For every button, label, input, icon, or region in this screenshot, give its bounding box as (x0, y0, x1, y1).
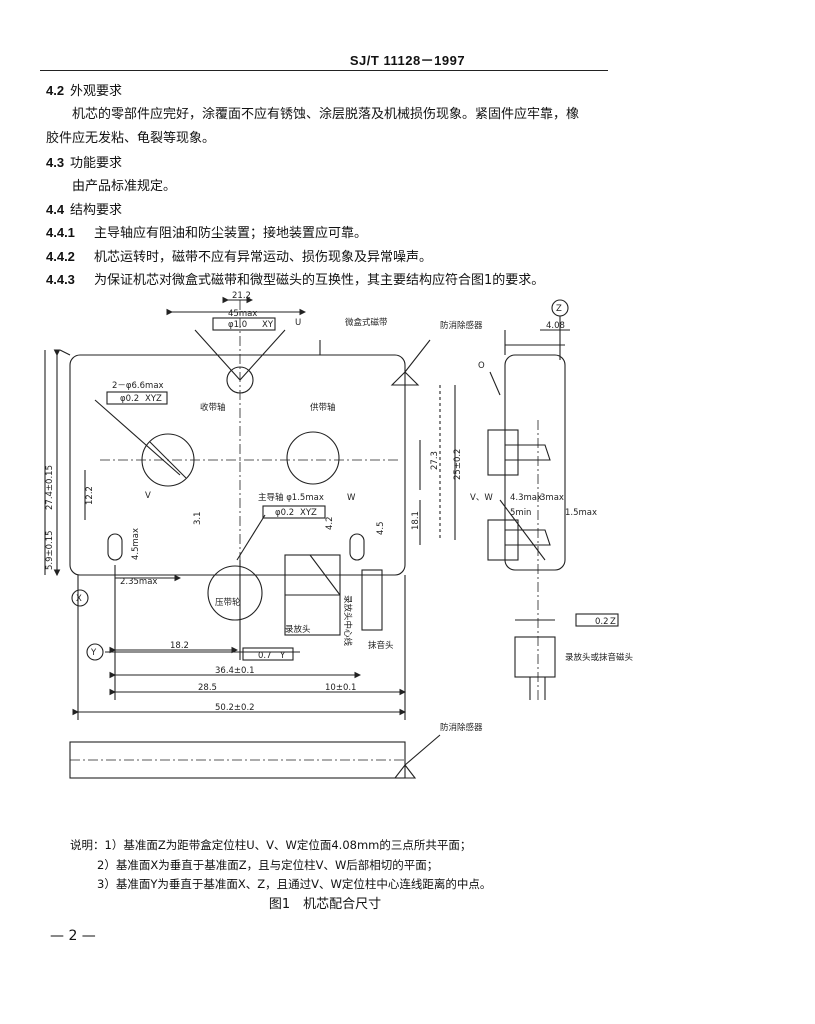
dim-25: 25±0.2 (453, 449, 463, 480)
anti-mis-label-2: 防消除感器 (440, 722, 483, 733)
section-4-4-1: 4.4.1 主导轴应有阻油和防尘装置；接地装置应可靠。 (46, 225, 367, 242)
datum-u-label: U (295, 318, 301, 328)
figure-caption: 图1 机芯配合尺寸 (268, 897, 382, 912)
dim-4-5: 4.5 (376, 521, 386, 535)
dim-vw: V、W (470, 493, 493, 503)
section-number: 4.4.3 (46, 272, 75, 287)
dim-27-4: 27.4±0.15 (45, 465, 55, 510)
section-text: 为保证机芯对微盒式磁带和微型磁头的互换性，其主要结构应符合图1的要求。 (94, 273, 545, 288)
dim-4-08: 4.08 (546, 321, 565, 331)
datum-v-pin (107, 533, 123, 561)
figure-note: 说明：1）基准面Z为距带盒定位柱U、V、W定位面4.08mm的三点所共平面； (70, 838, 472, 852)
datum-x-label: X (76, 594, 82, 604)
paragraph-line: 胶件应无发粘、龟裂等现象。 (46, 131, 215, 147)
section-4-4: 4.4 结构要求 (46, 202, 122, 219)
dim-1-5max: 1.5max (565, 508, 597, 518)
section-number: 4.3 (46, 155, 65, 170)
section-text: 由产品标准规定。 (72, 179, 177, 194)
erase-head (361, 569, 383, 631)
section-text: 胶件应无发粘、龟裂等现象。 (46, 131, 216, 146)
takeup-reel (286, 431, 340, 485)
tol-u-ref: XY (262, 320, 274, 330)
section-number: 4.4 (46, 202, 65, 217)
pinch-roller (207, 565, 263, 621)
dim-3-1: 3.1 (193, 511, 203, 525)
page-number: — 2 — (50, 928, 96, 944)
dim-21-2: 21.2 (232, 291, 251, 301)
section-number: 4.2 (46, 83, 65, 98)
pinch-roller-label: 压带轮 (215, 597, 241, 608)
tol-capstan: φ0.2 (275, 508, 294, 518)
dim-28-5: 28.5 (198, 683, 217, 693)
dim-4-2: 4.2 (325, 516, 335, 530)
section-text: 机芯运转时，磁带不应有异常运动、损伤现象及异常噪声。 (94, 250, 433, 265)
dim-18-1: 18.1 (411, 511, 421, 530)
standard-header: SJ/T 11128－1997 (349, 53, 466, 68)
datum-w-pin (349, 533, 365, 561)
dim-10: 10±0.1 (325, 683, 356, 693)
figure-note: 3）基准面Y为垂直于基准面X、Z，且通过V、W定位柱中心连线距离的中点。 (97, 877, 492, 891)
datum-y-label: Y (90, 648, 97, 658)
tol-z-ref: Z (610, 617, 616, 627)
tol-z: 0.2 (595, 617, 609, 627)
section-text: 主导轴应有阻油和防尘装置；接地装置应可靠。 (94, 226, 368, 241)
tol-holes: φ0.2 (120, 394, 139, 404)
capstan-label: 主导轴 φ1.5max (258, 492, 324, 503)
dim-o: O (478, 361, 485, 371)
dim-50-2: 50.2±0.2 (215, 703, 255, 713)
dim-5min: 5min (510, 508, 531, 518)
side-capstan (487, 519, 519, 561)
header-rule (40, 70, 608, 71)
dim-12-2: 12.2 (85, 486, 95, 505)
erase-head-label: 抹音头 (368, 640, 394, 651)
dim-4-5max: 4.5max (131, 528, 141, 560)
datum-w-label: W (347, 493, 356, 503)
dim-2-35: 2.35max (120, 577, 157, 587)
section-number: 4.4.1 (46, 225, 75, 240)
section-4-2: 4.2 外观要求 (46, 83, 122, 100)
figure-1-drawing: 21.2 45max φ1.0 XY U 微盒式磁带 防消除感器 Z 4.08 … (44, 291, 634, 779)
tol-holes-ref: XYZ (145, 394, 162, 404)
side-head-label: 录放头或抹音磁头 (565, 652, 634, 663)
dim-45max: 45max (228, 309, 257, 319)
cassette-label: 微盒式磁带 (345, 317, 388, 328)
paragraph-line: 机芯的零部件应完好，涂覆面不应有锈蚀、涂层脱落及机械损伤现象。紧固件应牢靠，橡 (72, 107, 579, 123)
takeup-reel-label: 供带轴 (310, 402, 336, 413)
dim-5-9: 5.9±0.15 (45, 530, 55, 570)
section-4-4-2: 4.4.2 机芯运转时，磁带不应有异常运动、损伤现象及异常噪声。 (46, 249, 432, 266)
tol-u: φ1.0 (228, 320, 247, 330)
figure-note: 2）基准面X为垂直于基准面Z，且与定位柱V、W后部相切的平面； (97, 858, 439, 872)
dim-27-3: 27.3 (430, 451, 440, 470)
section-4-3: 4.3 功能要求 (46, 155, 122, 172)
section-number: 4.4.2 (46, 249, 75, 264)
tol-y: 0.7 (258, 651, 272, 661)
tol-y-ref: Y (279, 651, 286, 661)
supply-reel-label: 收带轴 (200, 402, 226, 413)
dim-36-4: 36.4±0.1 (215, 666, 255, 676)
anti-mis-label: 防消除感器 (440, 320, 483, 331)
dim-4-3max: 4.3max (510, 493, 542, 503)
datum-v-label: V (145, 491, 151, 501)
dim-3max: 3max (540, 493, 564, 503)
datum-u-hole (226, 366, 254, 394)
datum-y-marker (86, 643, 104, 661)
side-view-outline (504, 354, 566, 571)
tol-capstan-ref: XYZ (300, 508, 317, 518)
dim-18-2: 18.2 (170, 641, 189, 651)
section-text: 结构要求 (70, 203, 123, 218)
record-head-label: 录放头 (285, 624, 311, 635)
section-4-4-3: 4.4.3 为保证机芯对微盒式磁带和微型磁头的互换性，其主要结构应符合图1的要求。 (46, 272, 544, 289)
section-text: 机芯的零部件应完好，涂覆面不应有锈蚀、涂层脱落及机械损伤现象。紧固件应牢靠，橡 (72, 107, 580, 122)
cassette-outline (69, 354, 406, 576)
side-head (514, 636, 556, 678)
side-reel-shaft (487, 429, 519, 476)
hole-diameter: 2－φ6.6max (112, 381, 164, 391)
section-text: 外观要求 (70, 84, 123, 99)
datum-x-marker (71, 589, 89, 607)
supply-reel (141, 433, 195, 487)
paragraph-line: 由产品标准规定。 (72, 179, 176, 195)
section-text: 功能要求 (70, 156, 123, 171)
datum-z-label: Z (556, 304, 562, 314)
head-centerline-label: 录放头中心线 (342, 595, 353, 647)
